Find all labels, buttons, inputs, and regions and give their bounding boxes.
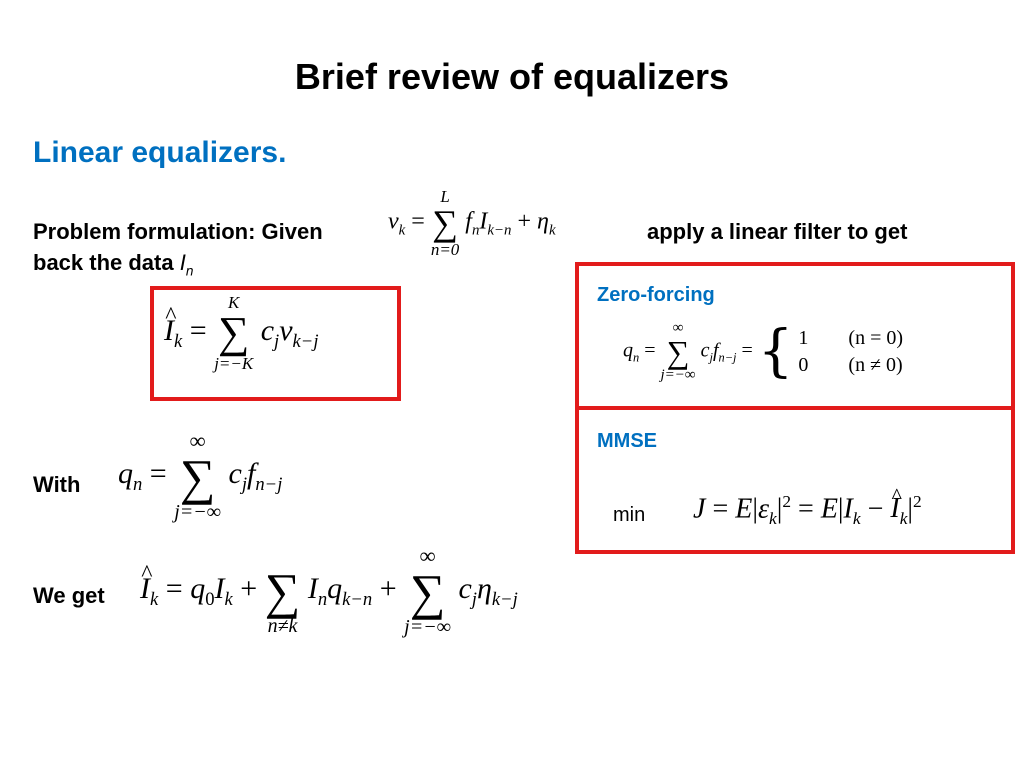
- overall-response-formula: qn = ∞ ∑ j=−∞ cjfn−j: [118, 428, 283, 523]
- estimator-formula: Ik = K ∑ j=−K cjvk−j: [164, 294, 319, 372]
- case2-value: 0: [798, 354, 809, 376]
- mmse-heading: MMSE: [597, 430, 657, 452]
- zero-forcing-heading: Zero-forcing: [597, 284, 715, 306]
- estimate-expansion-formula: Ik = q0Ik + ∑ n≠k Inqk−n + ∞ ∑ j=−∞ cjηk…: [140, 545, 518, 638]
- problem-line2-text: back the data: [33, 250, 174, 275]
- we-get-label: We get: [33, 583, 105, 608]
- problem-text-end: apply a linear filter to get: [647, 219, 908, 244]
- case1-value: 1: [798, 327, 809, 349]
- problem-text-start: Problem formulation: Given: [33, 219, 323, 244]
- case2-condition: (n ≠ 0): [848, 354, 903, 376]
- min-label: min: [613, 504, 646, 526]
- estimator-formula-box: Ik = K ∑ j=−K cjvk−j: [150, 286, 401, 401]
- data-subscript: n: [185, 263, 194, 279]
- zero-forcing-box: Zero-forcing qn = ∞ ∑ j=−∞ cjfn−j = { 1(…: [575, 262, 1015, 410]
- data-symbol: I: [179, 250, 186, 275]
- page-title: Brief review of equalizers: [294, 56, 730, 97]
- received-signal-formula: vk = L ∑ n=0 fnIk−n + ηk: [388, 187, 556, 259]
- mmse-box: MMSE min J = E|εk|2 = E|Ik − Ik|2: [575, 406, 1015, 554]
- case1-condition: (n = 0): [848, 327, 904, 349]
- problem-text-line2: back the data In: [33, 250, 193, 278]
- section-heading: Linear equalizers.: [33, 136, 287, 169]
- with-label: With: [33, 472, 81, 497]
- zero-forcing-formula: qn = ∞ ∑ j=−∞ cjfn−j = { 1(n = 0) 0(n ≠ …: [623, 319, 904, 384]
- mmse-formula: J = E|εk|2 = E|Ik − Ik|2: [693, 483, 922, 529]
